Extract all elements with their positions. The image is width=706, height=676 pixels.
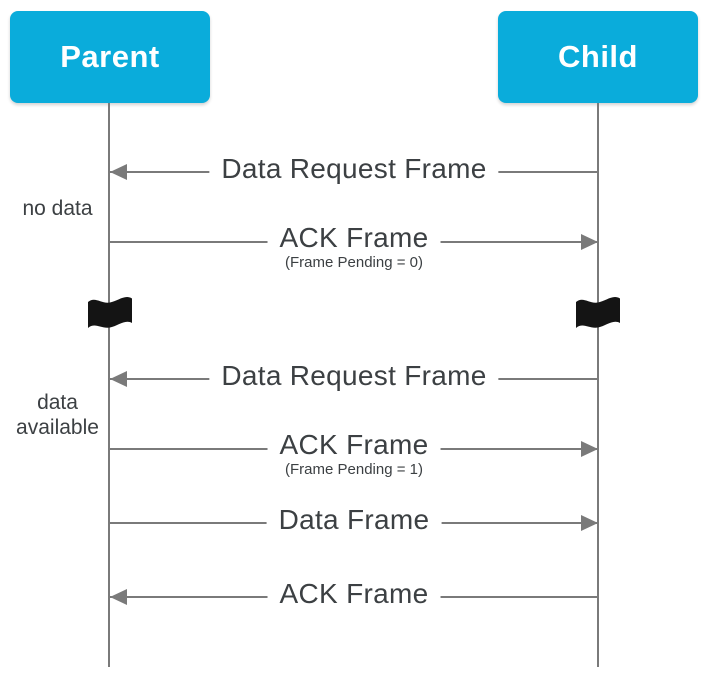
side-note-no-data: no data [22, 197, 93, 220]
message-sublabel: (Frame Pending = 1) [285, 461, 423, 478]
flag-icon [88, 297, 132, 328]
message-label: ACK Frame (Frame Pending = 1) [267, 429, 441, 478]
message-label: Data Request Frame [209, 360, 499, 392]
side-note-data-available: data available [16, 391, 99, 439]
actor-parent-label: Parent [60, 39, 160, 74]
message-label: ACK Frame [267, 578, 441, 610]
message-label: Data Frame [266, 504, 442, 536]
message-label: ACK Frame (Frame Pending = 0) [267, 222, 441, 271]
actor-box-parent: Parent [10, 11, 210, 103]
message-label: Data Request Frame [209, 153, 499, 185]
arrowhead-left-icon [110, 371, 127, 387]
message-sublabel: (Frame Pending = 0) [285, 254, 423, 271]
arrowhead-right-icon [581, 234, 598, 250]
arrowhead-left-icon [110, 589, 127, 605]
arrowhead-right-icon [581, 441, 598, 457]
actor-box-child: Child [498, 11, 698, 103]
arrowhead-left-icon [110, 164, 127, 180]
parent-lifeline [108, 103, 110, 667]
actor-child-label: Child [558, 39, 638, 74]
flag-icon [576, 297, 620, 328]
child-lifeline [597, 103, 599, 667]
arrowhead-right-icon [581, 515, 598, 531]
